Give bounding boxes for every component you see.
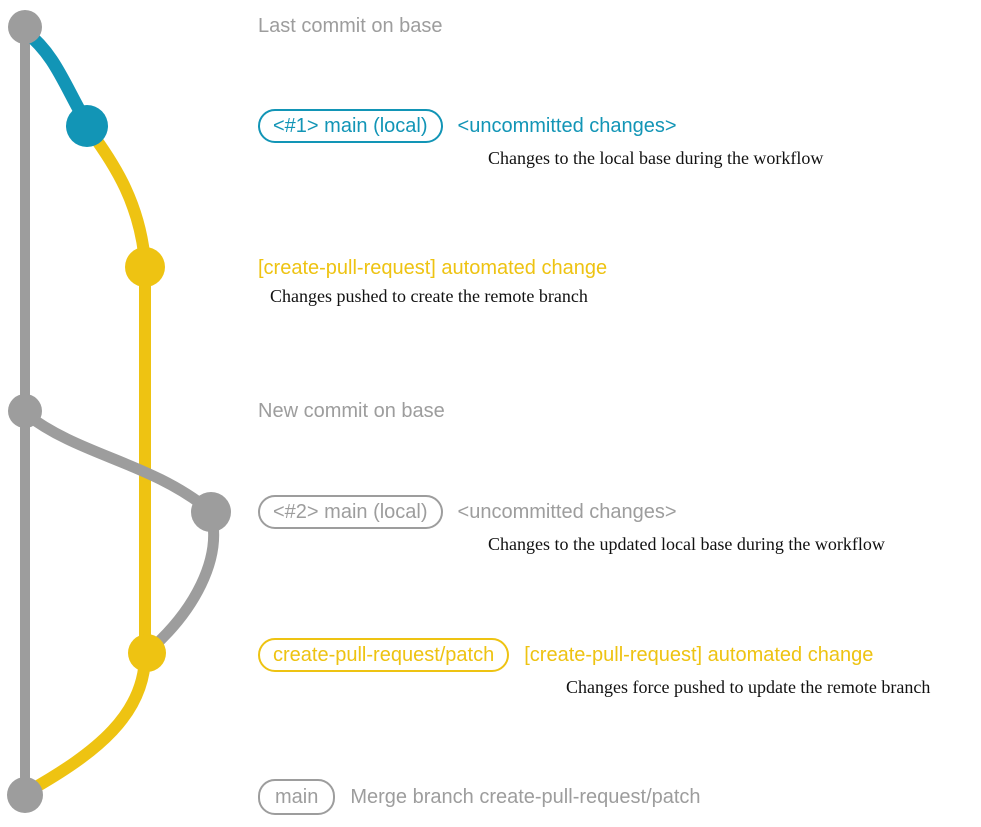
commit-caption: Changes force pushed to update the remot… <box>566 677 931 697</box>
annotation-automated-change-2: create-pull-request/patch [create-pull-r… <box>258 638 930 698</box>
commit-dot-automated-change-1 <box>125 247 165 287</box>
annotation-local-main-1: <#1> main (local) <uncommitted changes> … <box>258 109 823 169</box>
annotation-local-main-2: <#2> main (local) <uncommitted changes> … <box>258 495 885 555</box>
commit-title: <uncommitted changes> <box>457 115 677 137</box>
branch-label-main-local-2: <#2> main (local) <box>258 495 443 529</box>
commit-dot-automated-change-2 <box>128 634 166 672</box>
commit-caption: Changes pushed to create the remote bran… <box>270 286 588 306</box>
commit-title: [create-pull-request] automated change <box>258 257 608 279</box>
git-graph <box>7 10 231 813</box>
annotation-last-commit-on-base: Last commit on base <box>258 13 443 39</box>
branch-label-main: main <box>258 779 336 815</box>
commit-dot-merge <box>7 777 43 813</box>
commit-title: <uncommitted changes> <box>457 501 677 523</box>
updated-local-main-line-out <box>20 408 215 516</box>
annotation-new-commit-on-base: New commit on base <box>258 398 445 424</box>
commit-caption: Changes to the local base during the wor… <box>488 148 824 168</box>
commit-dot-local-main-1 <box>66 105 108 147</box>
commit-title: [create-pull-request] automated change <box>524 644 874 666</box>
updated-local-main-line-merge <box>146 508 220 654</box>
branch-label-create-pull-request-patch: create-pull-request/patch <box>258 638 510 672</box>
commit-title: Merge branch create-pull-request/patch <box>350 786 701 808</box>
commit-dot-last-base <box>8 10 42 44</box>
commit-message: New commit on base <box>258 400 445 422</box>
commit-caption: Changes to the updated local base during… <box>488 534 885 554</box>
commit-message: Last commit on base <box>258 15 443 37</box>
commit-dot-local-main-2 <box>191 492 231 532</box>
annotation-automated-change-1: [create-pull-request] automated change C… <box>258 255 607 307</box>
commit-dot-new-base <box>8 394 42 428</box>
annotation-merge-commit: main Merge branch create-pull-request/pa… <box>258 779 701 815</box>
branch-label-main-local-1: <#1> main (local) <box>258 109 443 143</box>
